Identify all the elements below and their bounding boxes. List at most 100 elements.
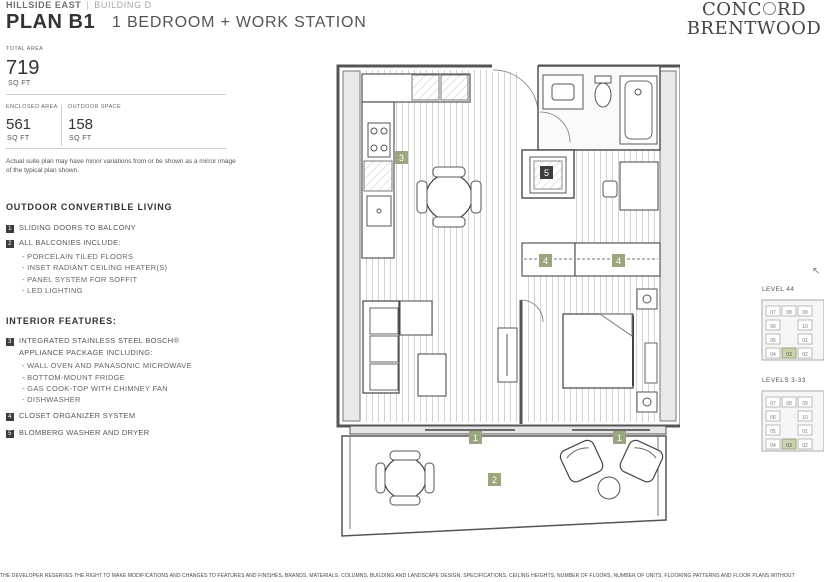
plan-marker-4a: 4 bbox=[539, 254, 552, 267]
marker-label: 4 bbox=[543, 256, 548, 266]
brand-logo: CONC RD BRENTWOOD bbox=[684, 0, 824, 38]
feature-item-2: 2 ALL BALCONIES INCLUDE: bbox=[6, 238, 236, 248]
lounge-chair bbox=[619, 439, 664, 483]
fridge-box bbox=[440, 74, 469, 101]
unit-label: 04 bbox=[770, 443, 776, 449]
marker-2-icon: 2 bbox=[6, 240, 14, 248]
plan-disclaimer: Actual suite plan may have minor variati… bbox=[6, 158, 236, 174]
upper-cabinet bbox=[411, 74, 440, 101]
feature-text: BLOMBERG WASHER AND DRYER bbox=[19, 428, 150, 437]
unit-label: 08 bbox=[786, 401, 792, 407]
feature-item-3-line2: APPLIANCE PACKAGE INCLUDING: bbox=[19, 348, 153, 357]
unit-label: 07 bbox=[770, 401, 776, 407]
total-area-label: TOTAL AREA bbox=[6, 46, 44, 52]
dining-chair bbox=[432, 216, 466, 228]
cooktop-icon bbox=[367, 122, 391, 158]
outdoor-area-value: 158 bbox=[68, 116, 94, 133]
enclosed-area-label: ENCLOSED AREA bbox=[6, 104, 58, 110]
unit-label: 09 bbox=[802, 401, 808, 407]
logo-text-left: CONC bbox=[701, 0, 763, 20]
level-44-label: LEVEL 44 bbox=[762, 286, 795, 293]
total-area-unit: SQ FT bbox=[8, 80, 31, 87]
logo-text-right: RD bbox=[777, 0, 807, 20]
feature-subitem: - PORCELAIN TILED FLOORS bbox=[22, 252, 134, 261]
kitchen-sink-icon bbox=[366, 195, 392, 227]
bed bbox=[562, 313, 634, 389]
left-wall-thick bbox=[342, 70, 361, 422]
unit-label: 08 bbox=[786, 310, 792, 316]
marker-5-icon: 5 bbox=[6, 430, 14, 438]
entry-opening bbox=[492, 64, 538, 72]
enclosed-area-value: 561 bbox=[6, 116, 32, 133]
side-table bbox=[417, 353, 447, 397]
unit-label: 01 bbox=[802, 338, 808, 344]
feature-item-5: 5 BLOMBERG WASHER AND DRYER bbox=[6, 428, 236, 438]
dining-chair bbox=[432, 166, 466, 178]
unit-label: 02 bbox=[802, 443, 808, 449]
marker-1-icon: 1 bbox=[6, 225, 14, 233]
marker-label: 4 bbox=[616, 256, 621, 266]
dining-table bbox=[425, 173, 473, 221]
area-divider bbox=[6, 94, 226, 95]
feature-text: INTEGRATED STAINLESS STEEL BOSCH® bbox=[19, 336, 180, 345]
balcony-table bbox=[383, 456, 427, 500]
unit-label: 06 bbox=[770, 415, 776, 421]
right-wall-thick bbox=[659, 70, 677, 422]
interior-heading: INTERIOR FEATURES: bbox=[6, 316, 117, 326]
marker-label: 3 bbox=[399, 153, 404, 163]
unit-label: 04 bbox=[770, 352, 776, 358]
entry-door-swing bbox=[492, 69, 539, 111]
marker-label: 5 bbox=[544, 168, 549, 178]
unit-label: 09 bbox=[802, 310, 808, 316]
plan-marker-1b: 1 bbox=[613, 431, 626, 444]
marker-3-icon: 3 bbox=[6, 338, 14, 346]
feature-subitem: - PANEL SYSTEM FOR SOFFIT bbox=[22, 275, 138, 284]
plan-description: 1 BEDROOM + WORK STATION bbox=[112, 14, 367, 31]
balcony-chair bbox=[375, 462, 386, 494]
logo-line-2: BRENTWOOD bbox=[686, 18, 822, 39]
unit-label: 06 bbox=[770, 324, 776, 330]
balcony-chair bbox=[389, 450, 421, 461]
dining-chair bbox=[470, 180, 482, 214]
north-arrow-icon: ↖ bbox=[812, 266, 821, 277]
building-name: BUILDING D bbox=[94, 0, 152, 10]
feature-text: SLIDING DOORS TO BALCONY bbox=[19, 223, 136, 232]
bathroom-door-swing bbox=[539, 111, 571, 143]
plan-marker-5: 5 bbox=[540, 166, 553, 179]
washer-dryer-icon bbox=[529, 156, 567, 194]
project-eyebrow: HILLSIDE EAST|BUILDING D bbox=[6, 0, 152, 10]
lounge-chair bbox=[559, 439, 604, 483]
outdoor-heading: OUTDOOR CONVERTIBLE LIVING bbox=[6, 202, 173, 212]
work-desk bbox=[619, 161, 659, 211]
bathtub bbox=[619, 75, 658, 145]
area-column-divider bbox=[61, 104, 62, 146]
plan-code: PLAN B1 bbox=[6, 11, 96, 33]
area-divider-bottom bbox=[6, 148, 226, 149]
feature-subitem: - DISHWASHER bbox=[22, 395, 81, 404]
bathroom-sink-icon bbox=[551, 83, 575, 101]
unit-label: 07 bbox=[770, 310, 776, 316]
plan-marker-3: 3 bbox=[395, 151, 408, 164]
unit-label: 05 bbox=[770, 338, 776, 344]
eyebrow-separator: | bbox=[86, 0, 90, 10]
plan-marker-2: 2 bbox=[488, 473, 501, 486]
logo-ring-icon bbox=[763, 2, 777, 15]
lamp-icon bbox=[642, 397, 652, 407]
outdoor-area-label: OUTDOOR SPACE bbox=[68, 104, 122, 110]
marker-label: 1 bbox=[617, 433, 622, 443]
feature-text: CLOSET ORGANIZER SYSTEM bbox=[19, 411, 136, 420]
balcony-chair bbox=[424, 462, 435, 494]
unit-label: 10 bbox=[802, 415, 808, 421]
feature-text: ALL BALCONIES INCLUDE: bbox=[19, 238, 121, 247]
nightstand bbox=[636, 288, 658, 310]
feature-subitem: - GAS COOK-TOP WITH CHIMNEY FAN bbox=[22, 384, 168, 393]
feature-subitem: - LED LIGHTING bbox=[22, 286, 83, 295]
feature-item-3: 3 INTEGRATED STAINLESS STEEL BOSCH® bbox=[6, 336, 236, 346]
lamp-icon bbox=[642, 294, 652, 304]
plan-marker-1a: 1 bbox=[469, 431, 482, 444]
feature-subitem: - BOTTOM-MOUNT FRIDGE bbox=[22, 373, 126, 382]
unit-label-highlight: 03 bbox=[786, 443, 792, 449]
balcony-side-table bbox=[597, 476, 621, 500]
balcony-chair bbox=[389, 495, 421, 506]
levels-3-33-label: LEVELS 3-33 bbox=[762, 377, 806, 384]
